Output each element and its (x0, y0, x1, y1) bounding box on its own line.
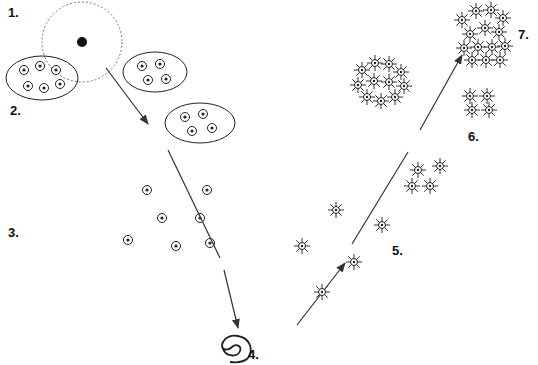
core (77, 37, 87, 47)
fragment (123, 52, 187, 92)
callout-number: 3. (8, 226, 19, 239)
gas-cloud (42, 2, 122, 82)
callout-number: 7. (518, 28, 529, 41)
callout-number: 5. (392, 244, 403, 257)
fragment (6, 56, 78, 100)
callout-number: 1. (8, 6, 19, 19)
callout-number: 6. (468, 130, 479, 143)
fragment (165, 103, 235, 143)
arrow (106, 68, 238, 328)
spiral-galaxy (222, 336, 251, 363)
arrow (297, 55, 462, 325)
callout-number: 4. (248, 348, 259, 361)
callout-number: 2. (10, 104, 21, 117)
